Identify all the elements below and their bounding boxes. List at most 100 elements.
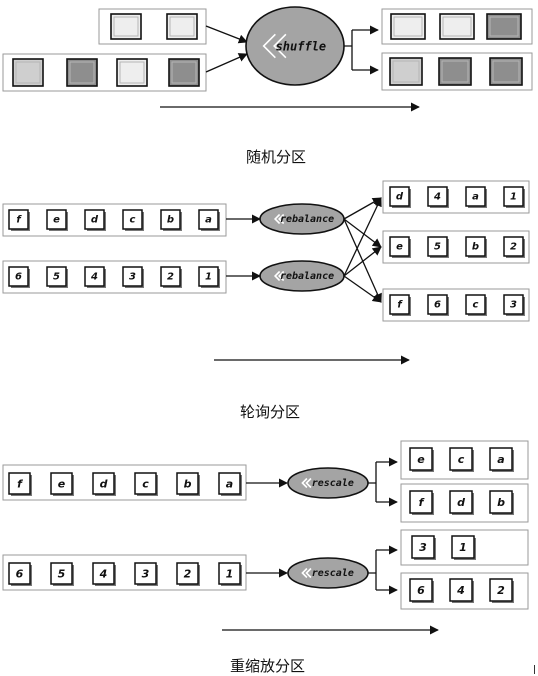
chevron-left-icon (301, 567, 312, 579)
rebalance-input-2-box-0-label: 6 (15, 272, 22, 283)
rescale-caption: 重缩放分区 (230, 657, 306, 675)
rebalance-output-2-box-2: b (465, 236, 487, 258)
rebalance-output-2-box-1: 5 (427, 236, 449, 258)
rebalance-input-2-box-1-label: 5 (53, 272, 60, 283)
rescale-arrow-out-2-stem (368, 550, 377, 590)
rescale-output-1-box-1-label: c (458, 453, 465, 466)
shuffle-operator: shuffle (245, 6, 345, 86)
rebalance-input-2-box-2-label: 4 (90, 272, 98, 283)
shuffle-caption: 随机分区 (246, 148, 307, 166)
rescale-output-2-box-1: d (449, 490, 474, 515)
rebalance-input-2-box-2-frame (84, 266, 105, 287)
rescale-input-2-box-4-label: 2 (184, 568, 192, 581)
rescale-operator-2-label: rescale (312, 568, 354, 579)
rebalance-output-1-box-0: d (389, 186, 411, 208)
rebalance-input-2-box-1: 5 (46, 266, 68, 288)
rebalance-input-1 (2, 203, 227, 237)
rebalance-input-1-box-1: e (46, 209, 68, 231)
rebalance-output-2-box-1-label: 5 (434, 242, 441, 253)
rescale-arrow-out-1-stem (368, 462, 377, 502)
rebalance-operator-1-label: rebalance (280, 214, 334, 225)
rebalance-output-3-box-2-frame (465, 294, 486, 315)
rebalance-route-arrow-1 (343, 218, 382, 248)
rebalance-output-2-box-3-frame (503, 236, 524, 257)
shuffle-input-2-block-0-inset (15, 61, 41, 84)
rescale-output-4-box-2-frame (489, 578, 513, 602)
rescale-output-1-box-0-frame (409, 447, 433, 471)
rebalance-route-arrow-5 (343, 275, 382, 303)
rescale-output-2-box-2-label: b (497, 496, 505, 509)
rebalance-output-1-box-3: 1 (503, 186, 525, 208)
rebalance-input-1-box-4-label: b (167, 215, 174, 226)
shuffle-output-1-block-1 (439, 13, 475, 40)
shuffle-input-2-block-3-inset (171, 61, 197, 84)
shuffle-output-2-block-2 (489, 57, 523, 86)
rebalance-output-3-box-3-label: 3 (510, 300, 517, 311)
rebalance-output-3-box-1-frame (427, 294, 448, 315)
rescale-input-1-box-5: a (218, 472, 242, 496)
rescale-input-1 (2, 464, 247, 501)
shuffle-output-2-block-2-inset (492, 60, 520, 83)
rebalance-input-1-box-2-label: d (91, 215, 99, 226)
rescale-output-2-box-2: b (489, 490, 514, 515)
rescale-input-1-box-4-frame (176, 472, 199, 495)
rebalance-input-2-box-0-frame (8, 266, 29, 287)
rescale-output-4-box-0: 6 (409, 578, 434, 603)
shuffle-arrow-out-stem (344, 30, 353, 70)
shuffle-output-2-block-1 (438, 57, 472, 86)
rescale-input-2-box-0-label: 6 (16, 568, 24, 581)
rebalance-output-1-box-3-frame (503, 186, 524, 207)
rebalance-input-2-box-3: 3 (122, 266, 144, 288)
shuffle-input-1-block-1 (166, 13, 198, 40)
shuffle-input-2-block-2-inset (119, 61, 145, 84)
rebalance-output-2-box-0: e (389, 236, 411, 258)
rebalance-output-1-box-3-label: 1 (510, 192, 517, 203)
rebalance-output-2-box-3-label: 2 (510, 242, 517, 253)
rebalance-input-1-box-0-frame (8, 209, 29, 230)
rebalance-input-2-box-4: 2 (160, 266, 182, 288)
rebalance-route-arrow-4 (343, 246, 382, 277)
rebalance-caption: 轮询分区 (240, 403, 301, 421)
rebalance-output-3-box-1: 6 (427, 294, 449, 316)
rebalance-input-1-box-0: f (8, 209, 30, 231)
rebalance-input-1-box-5-label: a (205, 215, 212, 226)
rescale-output-1-box-0: e (409, 447, 434, 472)
rescale-input-2-box-3-label: 3 (142, 568, 150, 581)
rebalance-output-1-box-0-frame (389, 186, 410, 207)
rebalance-output-2-box-3: 2 (503, 236, 525, 258)
rescale-output-4-box-1-frame (449, 578, 473, 602)
rescale-output-1-box-0-label: e (417, 453, 425, 466)
rebalance-output-1-box-1: 4 (427, 186, 449, 208)
rescale-output-2-box-2-frame (489, 490, 513, 514)
rebalance-input-2-box-5-label: 1 (205, 272, 212, 283)
rebalance-input-2-box-4-frame (160, 266, 181, 287)
rescale-input-2-box-1-label: 5 (58, 568, 66, 581)
rebalance-output-3-box-1-label: 6 (434, 300, 441, 311)
rescale-input-2-box-1-frame (50, 562, 73, 585)
rebalance-input-2-box-5-frame (198, 266, 219, 287)
rebalance-input-1-box-1-frame (46, 209, 67, 230)
rescale-output-4-box-0-label: 6 (417, 584, 425, 597)
rescale-output-3-box-1-frame (451, 535, 475, 559)
rescale-input-2-box-0: 6 (8, 562, 32, 586)
rescale-output-4-box-1-label: 4 (456, 584, 465, 597)
rescale-output-3-box-0-label: 3 (419, 541, 427, 554)
rescale-output-2-box-1-frame (449, 490, 473, 514)
rescale-output-1-box-1-frame (449, 447, 473, 471)
rebalance-output-3-box-2-label: c (473, 300, 479, 311)
rescale-input-2-box-2: 4 (92, 562, 116, 586)
rebalance-output-3-box-0-label: f (397, 300, 403, 311)
rescale-input-2-box-2-frame (92, 562, 115, 585)
rescale-input-1-box-2: d (92, 472, 116, 496)
rescale-output-1-box-2-label: a (497, 453, 504, 466)
shuffle-output-2-block-1-inset (441, 60, 469, 83)
rescale-input-1-box-3-frame (134, 472, 157, 495)
rebalance-output-2-box-0-label: e (396, 242, 403, 253)
shuffle-output-1-block-0 (390, 13, 426, 40)
chevron-left-icon (301, 477, 312, 489)
rebalance-output-1-box-2-frame (465, 186, 486, 207)
rescale-output-4-box-2-label: 2 (497, 584, 505, 597)
rebalance-output-2-box-2-frame (465, 236, 486, 257)
rescale-output-3-box-0-frame (411, 535, 435, 559)
